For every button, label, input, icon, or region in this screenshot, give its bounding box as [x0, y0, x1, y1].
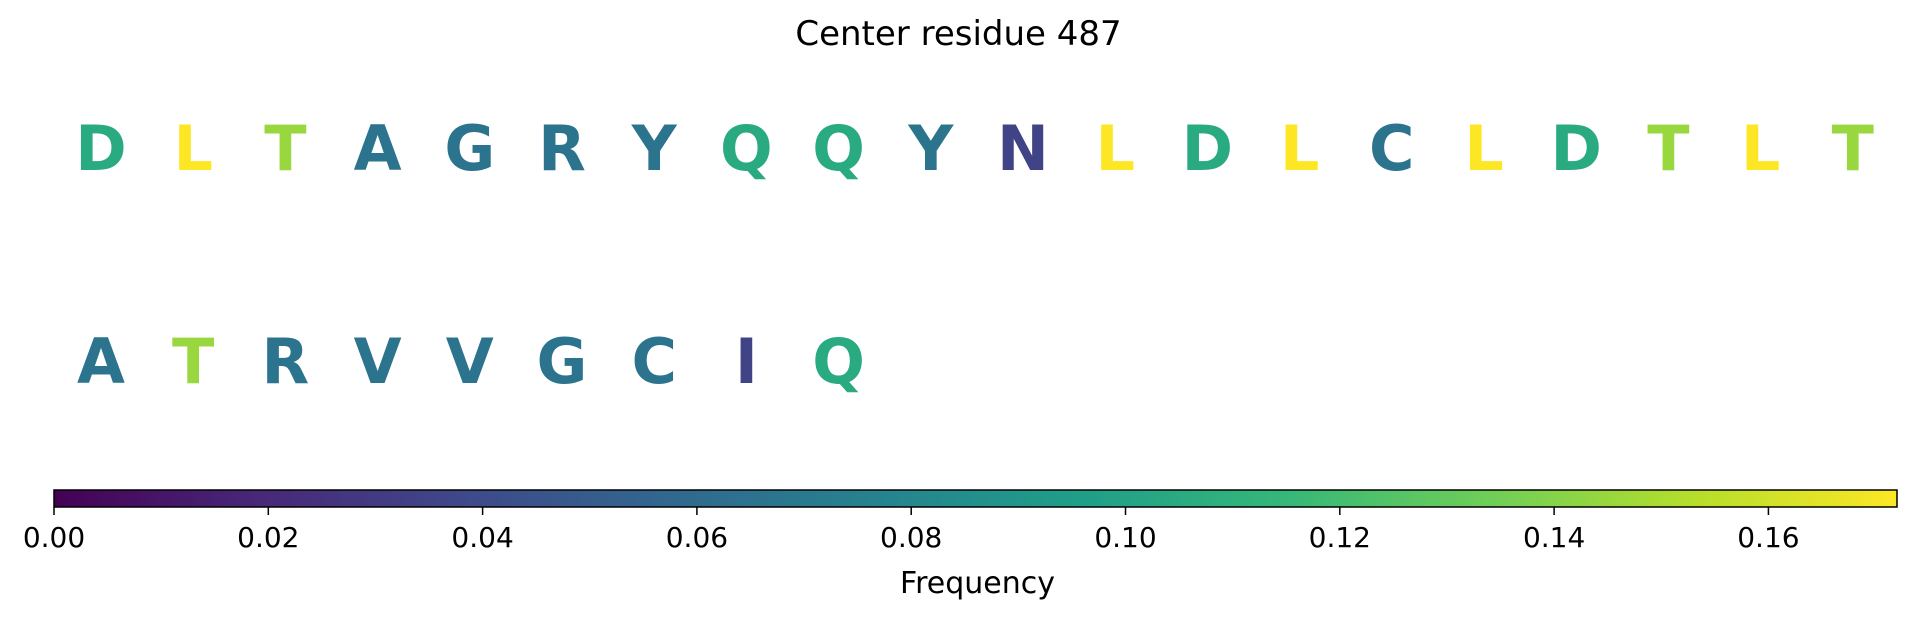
residue-letter: A: [354, 112, 402, 185]
residue-letter: D: [1182, 112, 1233, 185]
residue-letter: R: [262, 325, 310, 398]
residue-letter: D: [1550, 112, 1601, 185]
residue-letter: L: [1741, 112, 1781, 185]
residue-letter: V: [354, 325, 402, 398]
chart-title: Center residue 487: [795, 14, 1122, 54]
colorbar-tick-label: 0.12: [1309, 521, 1371, 554]
residue-letter: V: [446, 325, 494, 398]
colorbar-tick-label: 0.04: [451, 521, 513, 554]
residue-letter: Q: [812, 112, 865, 185]
residue-letter: L: [1280, 112, 1320, 185]
colorbar-tick-label: 0.00: [23, 521, 85, 554]
residue-letter: Q: [812, 325, 865, 398]
residue-letter: G: [444, 112, 495, 185]
colorbar-tick-label: 0.06: [666, 521, 728, 554]
colorbar-label: Frequency: [900, 566, 1055, 601]
residue-letter: C: [1369, 112, 1415, 185]
residue-letter: D: [75, 112, 126, 185]
residue-letter: T: [1647, 112, 1689, 185]
colorbar-tick-label: 0.10: [1094, 521, 1156, 554]
colorbar-tick-label: 0.14: [1523, 521, 1585, 554]
residue-letter: Y: [907, 112, 954, 185]
residue-letter: Y: [631, 112, 678, 185]
residue-letter: G: [537, 325, 588, 398]
residue-letter: L: [1095, 112, 1135, 185]
residue-letter: I: [735, 325, 758, 398]
colorbar-tick-label: 0.08: [880, 521, 942, 554]
residue-letter: T: [172, 325, 214, 398]
colorbar-tick-label: 0.02: [237, 521, 299, 554]
colorbar: 0.00 0.02 0.04 0.06 0.08 0.10 0.12 0.14 0.16Freq…: [23, 489, 1898, 601]
residue-letter: L: [173, 112, 213, 185]
residue-letter: R: [538, 112, 586, 185]
residue-letter: L: [1464, 112, 1504, 185]
colorbar-gradient: [53, 489, 1898, 508]
residue-letter: C: [631, 325, 677, 398]
residue-letter: A: [77, 325, 125, 398]
residue-letter: N: [997, 112, 1049, 185]
residue-letter: T: [264, 112, 306, 185]
residue-letter: T: [1832, 112, 1874, 185]
colorbar-tick-label: 0.16: [1737, 521, 1799, 554]
residue-letter: Q: [720, 112, 773, 185]
